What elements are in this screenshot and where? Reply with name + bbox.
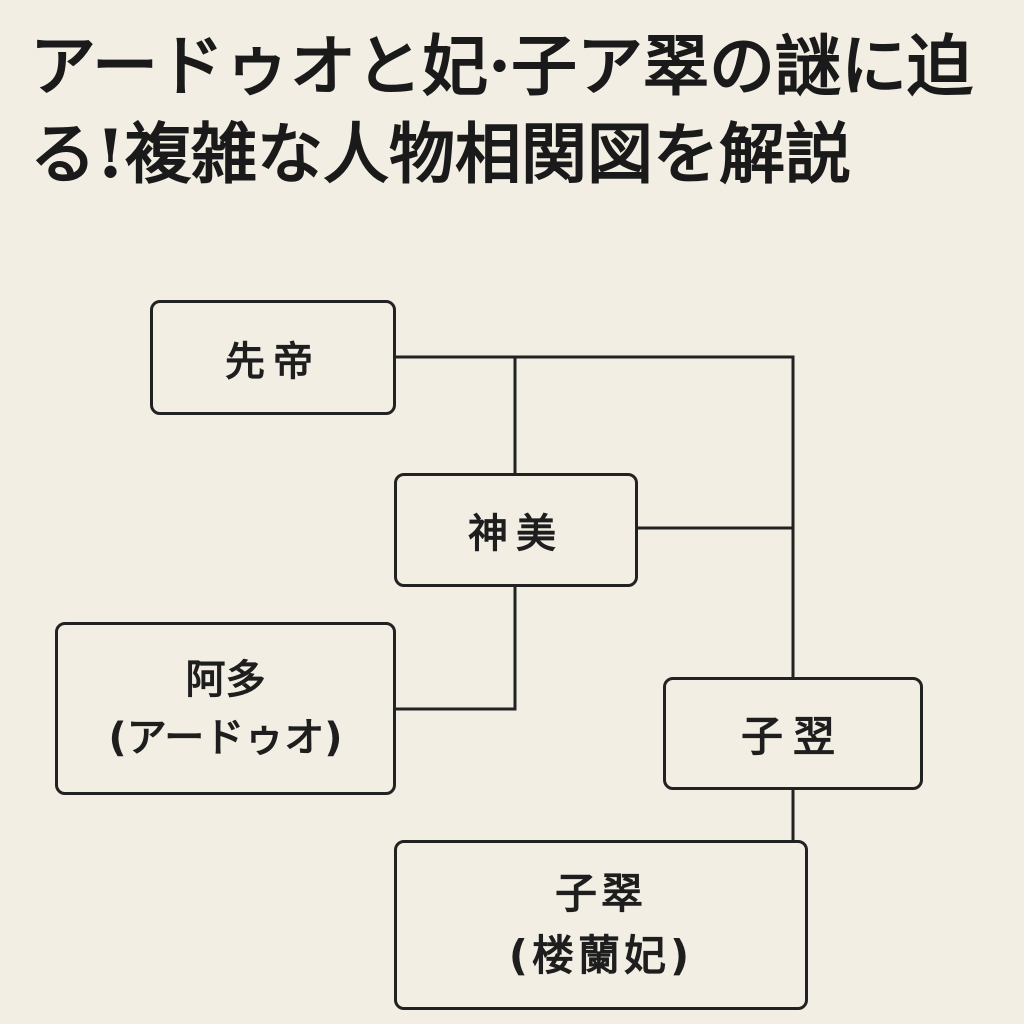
person-alias: (アードゥオ) [108, 714, 343, 761]
person-node-shinbi: 神美 [394, 473, 638, 587]
person-name: 子翌 [740, 712, 845, 761]
person-node-ata: 阿多 (アードゥオ) [55, 622, 396, 795]
person-node-sentei: 先帝 [150, 300, 396, 415]
person-name: 先帝 [225, 338, 321, 385]
person-name: 神美 [468, 511, 564, 557]
person-alias: (楼蘭妃) [508, 931, 694, 980]
person-node-shisui: 子翌 [663, 677, 923, 790]
person-name: 子翠 [554, 869, 647, 918]
person-node-shisui-rouran: 子翠 (楼蘭妃) [394, 840, 808, 1010]
person-name: 阿多 [185, 656, 266, 703]
page-title: アードゥオと妃·子ア翠の謎に迫る!複雑な人物相関図を解説 [30, 27, 974, 193]
